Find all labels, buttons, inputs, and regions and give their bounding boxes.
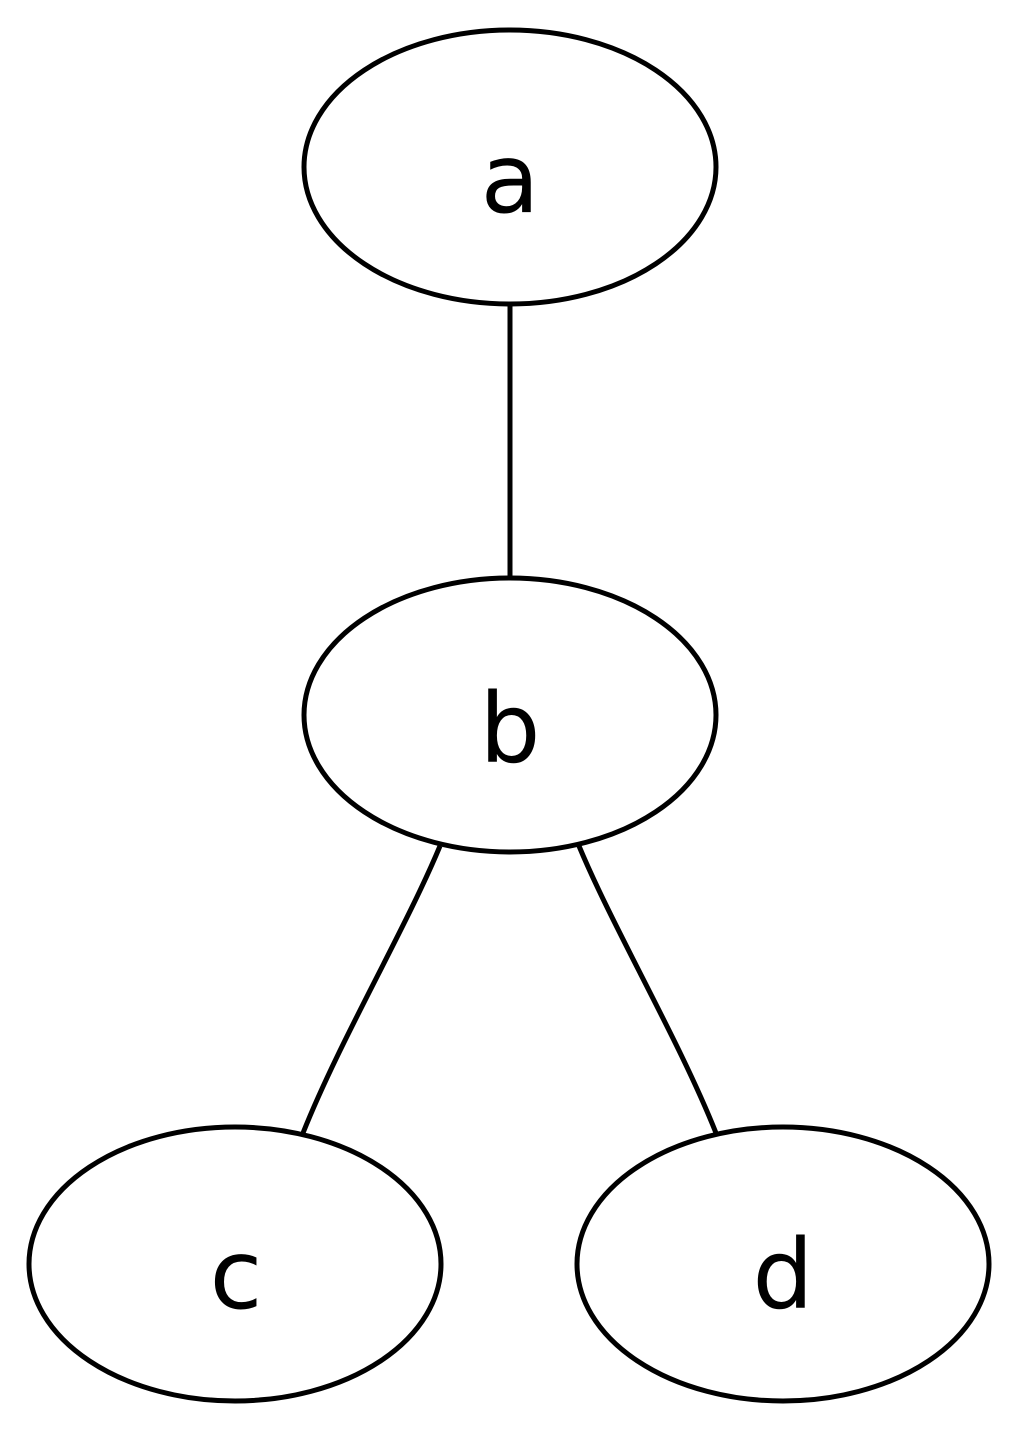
- node-b-label: b: [480, 673, 541, 785]
- node-c-shape: [26, 1124, 444, 1404]
- edge-b-c: [300, 845, 443, 1134]
- node-d-shape: [574, 1124, 992, 1404]
- node-a: a: [301, 27, 719, 307]
- node-a-label: a: [481, 123, 540, 235]
- node-b-shape: [301, 575, 719, 855]
- edge-b-d: [576, 845, 719, 1134]
- node-b: b: [301, 575, 719, 855]
- node-c: c: [26, 1124, 444, 1404]
- node-d: d: [574, 1124, 992, 1404]
- node-c-label: c: [210, 1219, 263, 1331]
- node-a-shape: [301, 27, 719, 307]
- node-d-label: d: [753, 1219, 814, 1331]
- edges: [300, 306, 719, 1134]
